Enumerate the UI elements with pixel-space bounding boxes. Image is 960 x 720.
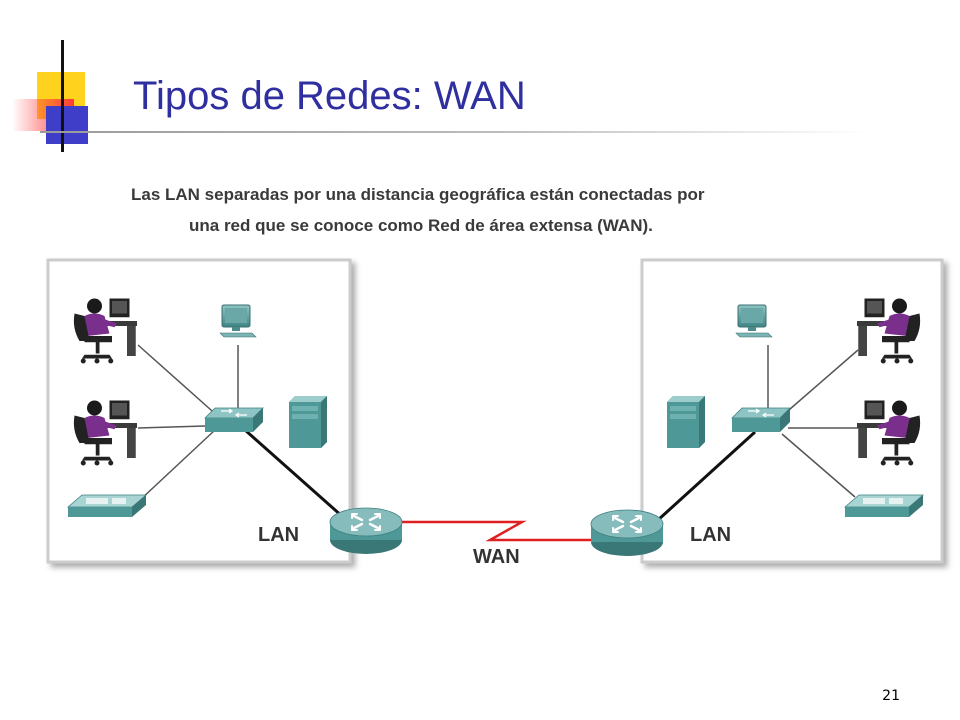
page-number: 21 (882, 688, 900, 704)
deco-vertical-line (61, 40, 64, 152)
deco-blue-square (46, 106, 88, 144)
left-switch-router-link (244, 428, 344, 519)
page-title: Tipos de Redes: WAN (133, 74, 526, 118)
right-lan-links (767, 345, 859, 498)
wan-link (398, 520, 598, 542)
caption-line-1: Las LAN separadas por una distancia geog… (131, 185, 705, 204)
left-ip-phone (67, 494, 147, 518)
right-switch (731, 407, 791, 433)
left-server (289, 396, 327, 448)
right-server (667, 396, 705, 448)
right-ip-phone (844, 494, 924, 518)
left-lan-label: LAN (258, 524, 299, 546)
wan-label: WAN (473, 546, 520, 568)
title-divider (40, 131, 870, 133)
caption-line-2: una red que se conoce como Red de área e… (189, 216, 653, 235)
left-lan-links (137, 344, 239, 501)
left-switch (204, 407, 264, 433)
right-switch-router-link (656, 430, 757, 522)
left-router (328, 506, 404, 556)
right-lan-label: LAN (690, 524, 731, 546)
right-router (589, 508, 665, 558)
